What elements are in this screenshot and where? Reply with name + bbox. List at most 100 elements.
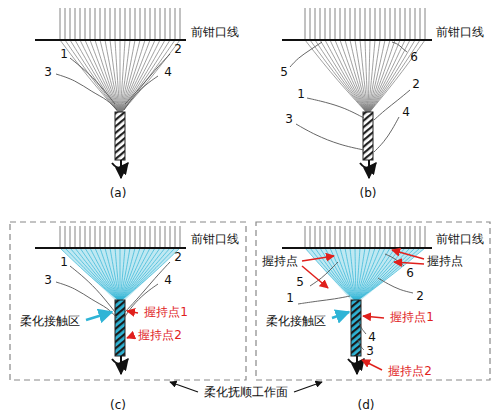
- edge-fiber: [56, 74, 117, 110]
- fan-fiber: [358, 248, 410, 300]
- yarn: [363, 112, 373, 160]
- comb-fiber: [425, 8, 426, 40]
- comb-fiber: [345, 226, 346, 248]
- comb-fiber: [330, 8, 331, 40]
- edge-fiber: [358, 340, 364, 350]
- edge-fiber: [310, 262, 338, 286]
- yarn: [351, 300, 361, 356]
- comb-fiber: [355, 226, 356, 248]
- fan-fiber: [369, 40, 390, 112]
- fan-fiber: [110, 248, 120, 300]
- comb-fiber: [180, 226, 181, 248]
- comb-fiber: [390, 226, 391, 248]
- edge-fiber: [298, 296, 350, 304]
- comb-fiber: [325, 8, 326, 40]
- edge-fiber: [70, 58, 115, 104]
- edge-fiber: [374, 90, 410, 120]
- callout-number: 5: [280, 66, 288, 79]
- comb-fiber: [360, 8, 361, 40]
- comb-fiber: [315, 8, 316, 40]
- draw-arrow: [368, 160, 370, 178]
- fan-fiber: [357, 248, 385, 300]
- comb-fiber: [75, 226, 76, 248]
- pointer-arrow: [127, 311, 138, 313]
- callout-number: 4: [164, 274, 172, 287]
- edge-fiber: [290, 42, 322, 67]
- comb-fiber: [140, 8, 141, 40]
- fan-fiber: [122, 40, 180, 112]
- comb-fiber: [135, 8, 136, 40]
- fan-fiber: [121, 40, 150, 112]
- fan-fiber: [90, 40, 119, 112]
- comb-fiber: [160, 226, 161, 248]
- fan-fiber: [85, 248, 119, 300]
- holding-point-label: 握持点2: [138, 329, 182, 342]
- fan-fiber: [365, 40, 368, 112]
- callout-number: 4: [368, 331, 376, 344]
- fan-fiber: [340, 40, 367, 112]
- fan-fiber: [110, 40, 120, 112]
- comb-fiber: [370, 8, 371, 40]
- comb-fiber: [420, 226, 421, 248]
- comb-fiber: [320, 8, 321, 40]
- comb-fiber: [400, 8, 401, 40]
- fan-fiber: [100, 248, 119, 300]
- edge-fiber: [70, 266, 115, 312]
- fan-fiber: [355, 248, 357, 300]
- pointer-arrow: [392, 250, 424, 259]
- edge-fiber: [124, 76, 158, 110]
- zone-label: 柔化接触区: [20, 315, 80, 328]
- comb-fiber: [385, 8, 386, 40]
- fan-fiber: [122, 40, 175, 112]
- comb-fiber: [425, 226, 426, 248]
- comb-fiber: [85, 8, 86, 40]
- comb-fiber: [130, 226, 131, 248]
- comb-fiber: [150, 226, 151, 248]
- fan-fiber: [369, 40, 405, 112]
- fan-fiber: [100, 40, 119, 112]
- callout-number: 6: [410, 51, 418, 64]
- comb-fiber: [375, 8, 376, 40]
- fan-fiber: [358, 248, 425, 300]
- fan-fiber: [369, 40, 415, 112]
- fan-fiber: [65, 40, 118, 112]
- nip-line-label: 前钳口线: [436, 26, 484, 39]
- yarn: [115, 300, 125, 356]
- fan-fiber: [369, 40, 395, 112]
- comb-fiber: [340, 226, 341, 248]
- draw-arrow: [120, 160, 122, 178]
- edge-fiber: [359, 322, 366, 334]
- comb-fiber: [65, 8, 66, 40]
- comb-fiber: [385, 226, 386, 248]
- comb-fiber: [145, 8, 146, 40]
- fan-fiber: [350, 248, 356, 300]
- comb-fiber: [70, 8, 71, 40]
- fan-fiber: [369, 40, 400, 112]
- callout-number: 3: [44, 66, 52, 79]
- comb-fiber: [145, 226, 146, 248]
- fan-fiber: [340, 248, 356, 300]
- fan-fiber: [345, 40, 367, 112]
- callout-number: 1: [60, 48, 68, 61]
- pointer-arrow: [294, 382, 322, 392]
- comb-fiber: [80, 8, 81, 40]
- panel-label: (a): [110, 187, 127, 200]
- comb-fiber: [365, 8, 366, 40]
- nip-line-label: 前钳口线: [191, 233, 239, 246]
- callout-number: 2: [174, 43, 182, 56]
- work-surface-frame: [256, 222, 490, 380]
- panel-label: (b): [360, 187, 377, 200]
- holding-point-label: 握持点: [262, 255, 298, 268]
- fan-fiber: [75, 40, 119, 112]
- callout-number: 6: [406, 267, 414, 280]
- fan-fiber: [115, 40, 120, 112]
- comb-fiber: [125, 8, 126, 40]
- comb-fiber: [95, 226, 96, 248]
- comb-fiber: [400, 226, 401, 248]
- fan-fiber: [355, 40, 368, 112]
- comb-fiber: [90, 226, 91, 248]
- comb-fiber: [160, 8, 161, 40]
- fan-fiber: [335, 40, 367, 112]
- callout-number: 2: [416, 290, 424, 303]
- nip-line-label: 前钳口线: [436, 233, 484, 246]
